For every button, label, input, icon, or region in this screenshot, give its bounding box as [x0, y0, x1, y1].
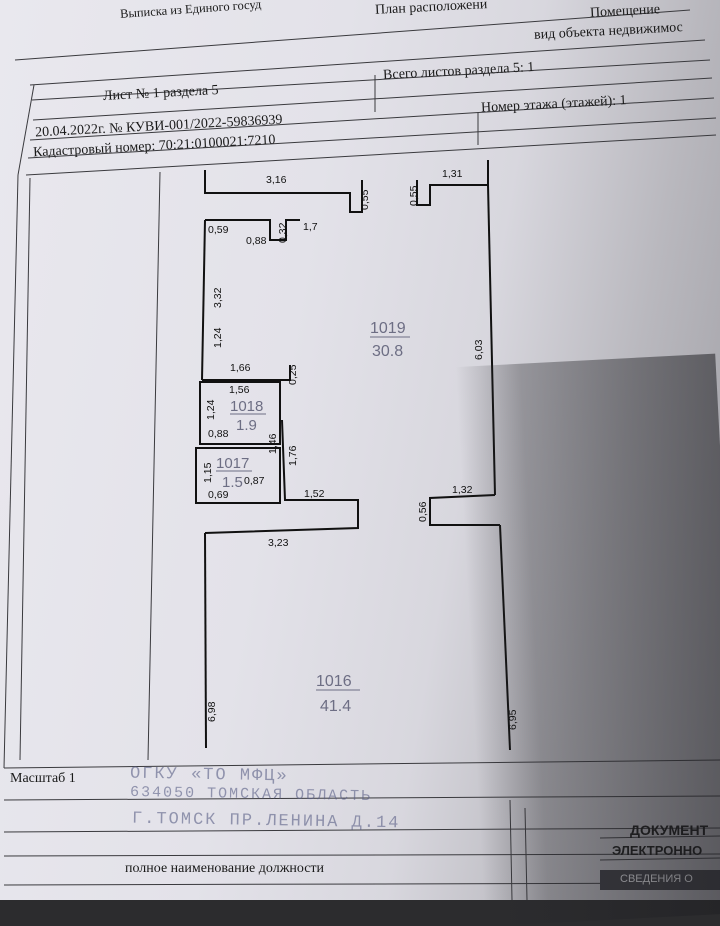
plan-wall-right [416, 160, 489, 206]
plan-wall-nook [202, 365, 291, 381]
dimension-label: 0,88 [246, 235, 267, 247]
room-number: 1019 [370, 320, 406, 337]
dimension-label: 0,69 [208, 489, 229, 501]
dimension-label: 0,88 [208, 428, 229, 440]
dimension-label: 3,32 [212, 287, 224, 308]
dimension-label: 1,7 [303, 221, 318, 233]
room-number: 1017 [216, 455, 249, 472]
plan-wall-right-lower [429, 494, 500, 526]
dimension-label: 0,87 [244, 475, 265, 487]
dimension-label: 0,59 [208, 224, 229, 236]
dimension-label: 1,24 [205, 399, 217, 420]
room-1018-outline [199, 381, 281, 445]
dimension-label: 0,55 [359, 189, 371, 210]
dimension-label: 0,25 [287, 364, 299, 385]
dimension-label: 0,56 [417, 501, 429, 522]
dimension-label: 1,46 [267, 433, 279, 454]
info-label: СВЕДЕНИЯ О [620, 873, 693, 885]
room-area: 1.5 [222, 474, 243, 491]
dimension-label: 1,52 [304, 488, 325, 500]
room-1017-outline [195, 447, 281, 504]
dimension-label: 1,31 [442, 168, 463, 180]
plan-wall-corridor [204, 419, 359, 534]
dimension-label: 1,24 [212, 327, 224, 348]
room-area: 41.4 [320, 698, 351, 715]
dimension-label: 1,32 [452, 484, 473, 496]
document-label: ДОКУМЕНТ [630, 822, 709, 838]
plan-wall-left [204, 170, 363, 213]
electronic-label: ЭЛЕКТРОННО [612, 843, 703, 858]
dimension-label: 6,95 [507, 709, 519, 730]
scale-label: Масштаб 1 [10, 771, 76, 786]
dimension-label: 0,55 [408, 185, 420, 206]
dimension-label: 1,66 [230, 362, 251, 374]
room-number: 1016 [316, 673, 352, 690]
dimension-label: 1,15 [202, 462, 214, 483]
dimension-label: 6,98 [206, 701, 218, 722]
room-area: 1.9 [236, 417, 257, 434]
dimension-label: 1,56 [229, 384, 250, 396]
room-area: 30.8 [372, 343, 403, 360]
stamp-line-organization: ОГКУ «ТО МФЦ» [129, 764, 289, 787]
dimension-label: 3,23 [268, 537, 289, 549]
floor-plan: 1019 30.8 1018 1.9 1017 1.5 1016 41.4 3,… [195, 160, 519, 751]
plan-wall-upper-left [205, 219, 300, 241]
dimension-label: 0,32 [277, 222, 289, 243]
dimension-label: 6,03 [473, 339, 485, 360]
dimension-label: 1,76 [287, 445, 299, 466]
dimension-label: 3,16 [266, 174, 287, 186]
room-number: 1018 [230, 398, 263, 415]
position-label: полное наименование должности [125, 861, 325, 876]
